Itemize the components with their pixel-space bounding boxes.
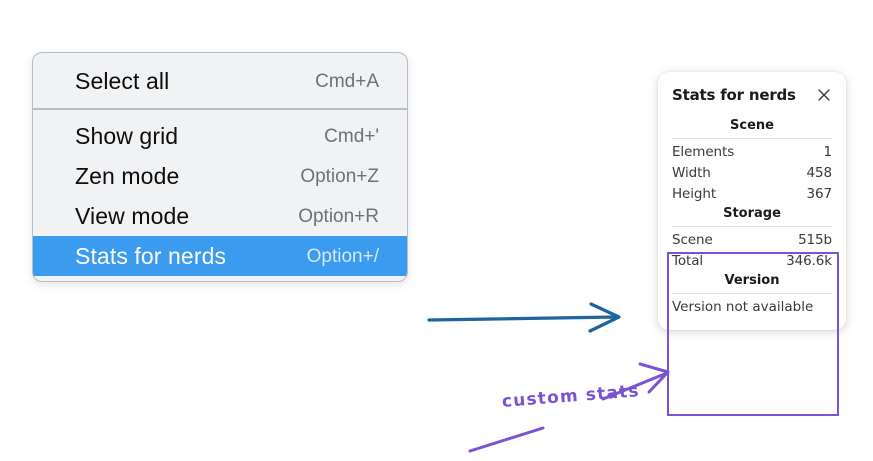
section-heading: Scene — [730, 118, 774, 133]
menu-item-shortcut: Option+R — [298, 205, 379, 227]
menu-item-show-grid[interactable]: Show grid Cmd+' — [33, 116, 407, 156]
menu-item-label: Select all — [75, 67, 170, 94]
stat-row: Height 367 — [672, 183, 832, 204]
section-rule — [672, 226, 832, 227]
section-heading: Storage — [723, 206, 781, 221]
stat-key: Elements — [672, 143, 735, 160]
menu-item-label: View mode — [75, 202, 190, 229]
stats-section-storage: Storage Scene 515b Total 346.6k — [672, 204, 832, 271]
close-icon[interactable] — [816, 87, 832, 103]
menu-item-shortcut: Option+/ — [306, 245, 379, 267]
menu-item-label: Show grid — [75, 122, 179, 149]
stat-value: 346.6k — [786, 252, 832, 269]
section-rule — [672, 138, 832, 139]
menu-item-zen-mode[interactable]: Zen mode Option+Z — [33, 156, 407, 196]
menu-item-select-all[interactable]: Select all Cmd+A — [33, 61, 407, 101]
menu-item-shortcut: Option+Z — [300, 165, 379, 187]
blue-arrow — [427, 302, 621, 333]
stats-section-version: Version Version not available — [672, 271, 832, 316]
stat-key: Width — [672, 164, 711, 181]
stat-key: Total — [672, 252, 704, 269]
stat-row: Total 346.6k — [672, 250, 832, 271]
menu-item-stats-for-nerds[interactable]: Stats for nerds Option+/ — [33, 236, 407, 276]
menu-divider — [33, 108, 407, 110]
stats-section-scene: Scene Elements 1 Width 458 Height 367 — [672, 116, 832, 204]
stat-key: Height — [672, 185, 717, 202]
menu-item-label: Stats for nerds — [75, 242, 227, 269]
stat-row: Elements 1 — [672, 141, 832, 162]
section-rule — [672, 293, 832, 294]
stat-row: Width 458 — [672, 162, 832, 183]
version-note: Version not available — [672, 299, 814, 315]
stat-value: 367 — [806, 185, 833, 202]
menu-group-1: Select all Cmd+A — [33, 53, 407, 108]
stat-row: Scene 515b — [672, 229, 832, 250]
context-menu: Select all Cmd+A Show grid Cmd+' Zen mod… — [32, 52, 408, 282]
stats-for-nerds-panel: Stats for nerds Scene Elements 1 Width 4… — [658, 72, 846, 330]
menu-item-label: Zen mode — [75, 162, 180, 189]
menu-item-view-mode[interactable]: View mode Option+R — [33, 196, 407, 236]
custom-stats-label: custom stats — [501, 381, 641, 412]
stat-value: 515b — [798, 231, 832, 248]
menu-group-2: Show grid Cmd+' Zen mode Option+Z View m… — [33, 110, 407, 281]
menu-item-shortcut: Cmd+A — [315, 70, 379, 92]
custom-stats-arrow-lower — [468, 426, 545, 453]
section-heading: Version — [724, 273, 780, 288]
stat-value: 1 — [823, 143, 833, 160]
stat-value: 458 — [806, 164, 833, 181]
menu-item-shortcut: Cmd+' — [324, 125, 379, 147]
panel-title: Stats for nerds — [672, 86, 796, 104]
panel-header: Stats for nerds — [672, 86, 832, 104]
stat-key: Scene — [672, 231, 713, 248]
